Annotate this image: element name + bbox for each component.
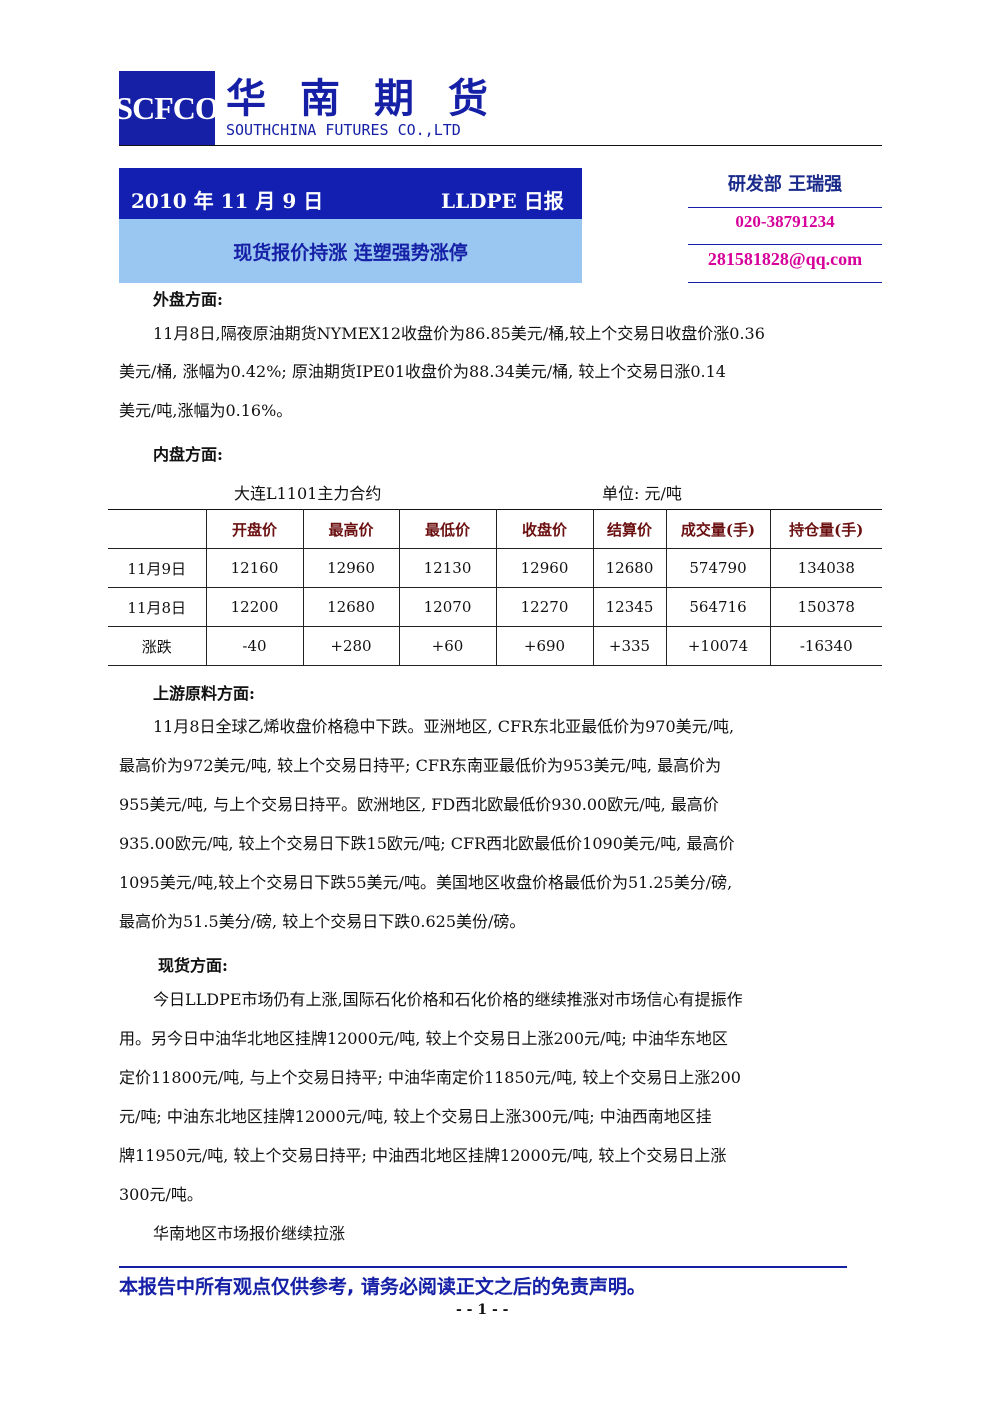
table-header-cell: 结算价 xyxy=(592,509,667,549)
table-cell: +690 xyxy=(495,626,594,666)
header-divider xyxy=(119,145,882,146)
paragraph-line: 定价11800元/吨, 与上个交易日持平; 中油华南定价11850元/吨, 较上… xyxy=(119,1068,741,1087)
table-caption: 大连L1101主力合约 xyxy=(234,484,382,503)
brand-name-cn: 华南期货 xyxy=(226,76,522,122)
paragraph-line: 11月8日,隔夜原油期货NYMEX12收盘价为86.85美元/桶,较上个交易日收… xyxy=(153,324,765,343)
futures-quote-table: 开盘价 最高价 最低价 收盘价 结算价 成交量(手) 持仓量(手) 11月9日 … xyxy=(108,509,882,666)
section-heading-external: 外盘方面: xyxy=(153,290,223,309)
table-cell: 134038 xyxy=(769,548,882,588)
table-cell: 12345 xyxy=(592,587,667,627)
paragraph-line: 美元/桶, 涨幅为0.42%; 原油期货IPE01收盘价为88.34美元/桶, … xyxy=(119,362,726,381)
paragraph-line: 美元/吨,涨幅为0.16%。 xyxy=(119,401,293,420)
table-cell: 574790 xyxy=(665,548,771,588)
table-header-cell: 最高价 xyxy=(302,509,400,549)
contact-divider xyxy=(688,207,882,208)
contact-divider xyxy=(688,244,882,245)
table-cell: 150378 xyxy=(769,587,882,627)
table-cell: 12270 xyxy=(495,587,594,627)
paragraph-line: 今日LLDPE市场仍有上涨,国际石化价格和石化价格的继续推涨对市场信心有提振作 xyxy=(153,990,743,1009)
table-cell: 12160 xyxy=(205,548,304,588)
section-heading-domestic: 内盘方面: xyxy=(153,445,223,464)
headline-text: 现货报价持涨 连塑强势涨停 xyxy=(233,241,468,264)
table-cell: 12680 xyxy=(592,548,667,588)
paragraph-line: 935.00欧元/吨, 较上个交易日下跌15欧元/吨; CFR西北欧最低价109… xyxy=(119,834,735,853)
table-header-cell: 收盘价 xyxy=(495,509,594,549)
table-header-cell: 开盘价 xyxy=(205,509,304,549)
table-cell: +280 xyxy=(302,626,400,666)
paragraph-line: 最高价为972美元/吨, 较上个交易日持平; CFR东南亚最低价为953美元/吨… xyxy=(119,756,722,775)
table-cell: 564716 xyxy=(665,587,771,627)
table-cell: 11月8日 xyxy=(108,587,207,627)
report-name: LLDPE 日报 xyxy=(441,189,564,213)
contact-department: 研发部 王瑞强 xyxy=(727,174,843,195)
table-cell: 12200 xyxy=(205,587,304,627)
paragraph-line: 华南地区市场报价继续拉涨 xyxy=(153,1224,346,1243)
table-cell: 12130 xyxy=(398,548,497,588)
paragraph-line: 300元/吨。 xyxy=(119,1185,203,1204)
report-title-bar: 2010 年 11 月 9 日 LLDPE 日报 xyxy=(119,168,582,219)
table-cell: 12960 xyxy=(302,548,400,588)
section-heading-spot: 现货方面: xyxy=(158,956,228,975)
report-headline: 现货报价持涨 连塑强势涨停 xyxy=(119,219,582,283)
table-cell: -40 xyxy=(205,626,304,666)
table-header-cell xyxy=(108,509,207,549)
table-cell: -16340 xyxy=(769,626,882,666)
paragraph-line: 用。另今日中油华北地区挂牌12000元/吨, 较上个交易日上涨200元/吨; 中… xyxy=(119,1029,728,1048)
paragraph-line: 1095美元/吨,较上个交易日下跌55美元/吨。美国地区收盘价格最低价为51.2… xyxy=(119,873,733,892)
table-cell: 涨跌 xyxy=(108,626,207,666)
table-row: 11月8日 12200 12680 12070 12270 12345 5647… xyxy=(108,587,882,627)
table-header-cell: 持仓量(手) xyxy=(769,509,882,549)
table-cell: +10074 xyxy=(665,626,771,666)
section-heading-upstream: 上游原料方面: xyxy=(153,684,255,703)
paragraph-line: 11月8日全球乙烯收盘价格稳中下跌。亚洲地区, CFR东北亚最低价为970美元/… xyxy=(153,717,735,736)
contact-divider xyxy=(688,282,882,283)
disclaimer: 本报告中所有观点仅供参考, 请务必阅读正文之后的免责声明。 xyxy=(119,1276,646,1298)
paragraph-line: 955美元/吨, 与上个交易日持平。欧洲地区, FD西北欧最低价930.00欧元… xyxy=(119,795,719,814)
table-row: 11月9日 12160 12960 12130 12960 12680 5747… xyxy=(108,548,882,588)
table-row: 涨跌 -40 +280 +60 +690 +335 +10074 -16340 xyxy=(108,626,882,666)
table-header-cell: 最低价 xyxy=(398,509,497,549)
footer-divider xyxy=(119,1266,847,1268)
table-cell: 12680 xyxy=(302,587,400,627)
table-cell: 12070 xyxy=(398,587,497,627)
paragraph-line: 牌11950元/吨, 较上个交易日持平; 中油西北地区挂牌12000元/吨, 较… xyxy=(119,1146,727,1165)
contact-email: 281581828@qq.com xyxy=(707,249,863,269)
paragraph-line: 最高价为51.5美分/磅, 较上个交易日下跌0.625美份/磅。 xyxy=(119,912,526,931)
table-cell: 11月9日 xyxy=(108,548,207,588)
company-logo: SCFCO xyxy=(115,71,220,146)
paragraph-line: 元/吨; 中油东北地区挂牌12000元/吨, 较上个交易日上涨300元/吨; 中… xyxy=(119,1107,712,1126)
table-cell: +335 xyxy=(592,626,667,666)
table-unit-label: 单位: 元/吨 xyxy=(602,484,682,503)
brand-name-en: SOUTHCHINA FUTURES CO.,LTD xyxy=(226,121,461,139)
table-cell: +60 xyxy=(398,626,497,666)
page-number: - - 1 - - xyxy=(456,1302,509,1318)
logo-text: SCFCO xyxy=(115,90,219,126)
table-cell: 12960 xyxy=(495,548,594,588)
report-date: 2010 年 11 月 9 日 xyxy=(131,189,324,213)
contact-phone: 020-38791234 xyxy=(735,212,835,231)
table-header-row: 开盘价 最高价 最低价 收盘价 结算价 成交量(手) 持仓量(手) xyxy=(108,509,882,549)
table-header-cell: 成交量(手) xyxy=(665,509,771,549)
